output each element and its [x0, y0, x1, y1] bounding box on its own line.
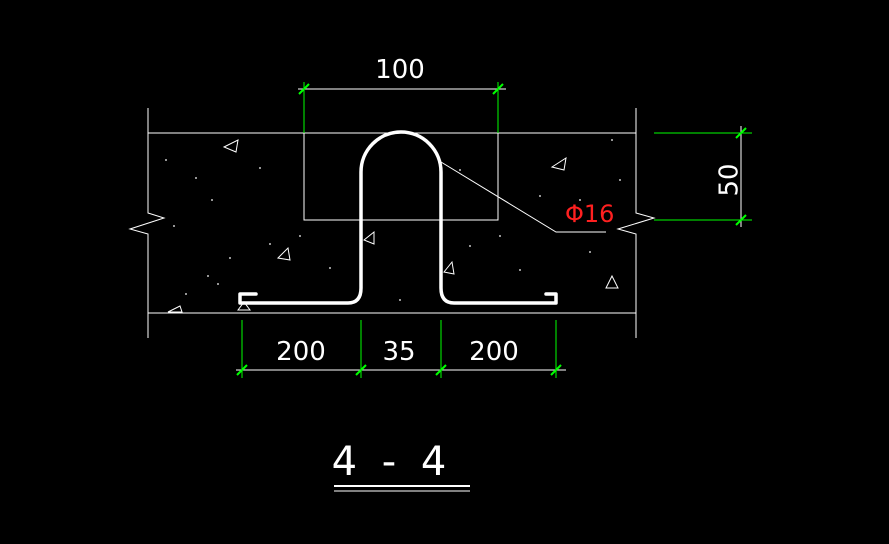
bottom-dim-left-text: 200 — [276, 337, 326, 367]
aggregate-triangle — [167, 305, 183, 313]
rebar-omega-bar — [238, 130, 558, 305]
bottom-dim-tick-3 — [435, 364, 447, 376]
aggregate-dot — [499, 235, 501, 237]
aggregate-dot — [269, 243, 271, 245]
bottom-dim-right-text: 200 — [469, 337, 519, 367]
aggregate-dot — [619, 179, 621, 181]
aggregate-dot — [173, 225, 175, 227]
aggregate-dot — [229, 257, 231, 259]
section-title: 4 - 4 — [332, 439, 453, 485]
aggregate-dot — [611, 139, 613, 141]
bottom-dim-tick-4 — [550, 364, 562, 376]
aggregate-dot — [165, 159, 167, 161]
aggregate-dot — [399, 299, 401, 301]
top-dim-tick-left — [298, 83, 310, 95]
rebar-leader-line — [440, 161, 606, 233]
aggregate-dot — [207, 275, 209, 277]
aggregate-triangle — [605, 274, 619, 289]
right-dim-text: 50 — [715, 163, 745, 196]
aggregate-dot — [211, 199, 213, 201]
aggregate-symbols — [167, 139, 619, 313]
aggregate-dot — [589, 251, 591, 253]
aggregate-dot — [259, 167, 261, 169]
right-dim-tick-top — [735, 127, 747, 139]
aggregate-triangle — [443, 260, 455, 275]
left-break-line — [128, 108, 166, 338]
aggregate-triangle — [222, 139, 239, 153]
top-dim-tick-right — [492, 83, 504, 95]
right-break-line — [616, 108, 656, 338]
inner-block-outline — [303, 132, 499, 221]
aggregate-triangle — [363, 230, 375, 245]
aggregate-dot — [217, 283, 219, 285]
aggregate-dots — [165, 139, 621, 301]
bottom-dim-tick-1 — [236, 364, 248, 376]
section-title-group: 4 - 4 — [332, 439, 470, 492]
aggregate-dot — [519, 269, 521, 271]
bottom-dim-middle-text: 35 — [382, 337, 415, 367]
right-dimension: 50 — [654, 126, 752, 227]
bottom-dim-tick-2 — [355, 364, 367, 376]
aggregate-dot — [299, 235, 301, 237]
aggregate-triangle — [237, 301, 251, 311]
aggregate-triangle — [550, 156, 567, 171]
aggregate-dot — [185, 293, 187, 295]
right-dim-tick-bottom — [735, 214, 747, 226]
bottom-dimension: 200 35 200 — [236, 320, 566, 378]
aggregate-dot — [329, 267, 331, 269]
rebar-label: Φ16 — [565, 200, 614, 228]
top-dimension: 100 — [298, 55, 506, 133]
aggregate-dot — [539, 195, 541, 197]
aggregate-dot — [195, 177, 197, 179]
top-dim-text: 100 — [375, 55, 425, 85]
aggregate-dot — [459, 169, 461, 171]
aggregate-triangle — [276, 246, 291, 261]
aggregate-dot — [579, 199, 581, 201]
aggregate-dot — [469, 245, 471, 247]
